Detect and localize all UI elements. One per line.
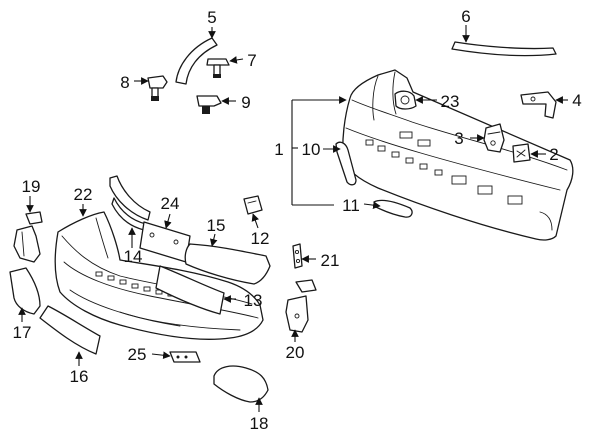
- callout-12: 12: [251, 229, 270, 248]
- bracket-19: [13, 211, 43, 263]
- extension-18: [213, 365, 269, 403]
- callout-22: 22: [74, 185, 93, 204]
- callout-4: 4: [572, 91, 581, 110]
- molding-5: [175, 37, 218, 85]
- callout-3: 3: [454, 129, 463, 148]
- callout-23: 23: [441, 92, 460, 111]
- callout-24: 24: [161, 194, 180, 213]
- bracket-11: [373, 199, 413, 218]
- callout-13: 13: [244, 291, 263, 310]
- plate-25: [169, 351, 201, 363]
- leader-lines: [18, 25, 568, 412]
- callout-14: 14: [124, 247, 143, 266]
- bracket-12: [243, 195, 263, 215]
- clip-7: [206, 58, 230, 78]
- molding-13: [155, 265, 225, 315]
- callout-6: 6: [461, 7, 470, 26]
- bracket-23: [394, 90, 417, 110]
- callout-numbers: 1 2 3 4 5 6 7 8 9 10 11 12 13 14 15 16 1…: [13, 7, 582, 433]
- clip-8: [147, 75, 168, 101]
- callout-8: 8: [120, 73, 129, 92]
- callout-19: 19: [22, 177, 41, 196]
- callout-5: 5: [207, 8, 216, 27]
- callout-9: 9: [241, 93, 250, 112]
- bracket-20: [285, 279, 317, 333]
- clip-9: [196, 95, 222, 114]
- callout-2: 2: [549, 145, 558, 164]
- callout-18: 18: [250, 414, 269, 433]
- bracket-3: [483, 123, 505, 153]
- callout-16: 16: [70, 367, 89, 386]
- bracket-21: [292, 243, 303, 269]
- retainer-10: [335, 141, 357, 186]
- callout-17: 17: [13, 323, 32, 342]
- filler-17: [9, 267, 41, 315]
- callout-7: 7: [247, 51, 256, 70]
- callout-1: 1: [274, 140, 283, 159]
- callout-21: 21: [321, 251, 340, 270]
- molding-15: [184, 243, 271, 285]
- callout-11: 11: [342, 196, 360, 215]
- rear-bumper-cover: [342, 69, 574, 241]
- callout-15: 15: [207, 216, 226, 235]
- callout-10: 10: [302, 140, 321, 159]
- bumper-strip-6: [451, 41, 557, 57]
- air-deflector-16: [39, 305, 101, 355]
- callout-25: 25: [128, 345, 147, 364]
- license-bracket-24: [139, 221, 191, 263]
- bracket-2: [512, 143, 531, 163]
- bracket-4: [520, 91, 557, 119]
- callout-20: 20: [286, 343, 305, 362]
